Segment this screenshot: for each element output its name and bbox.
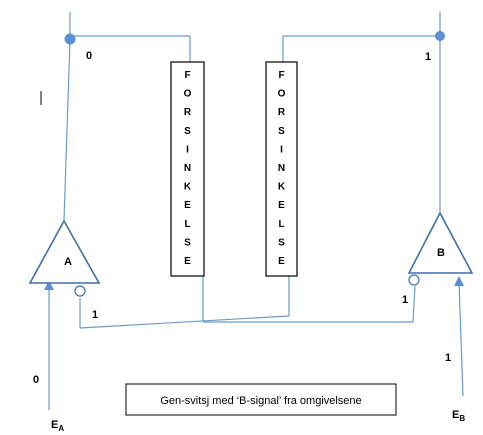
delay-letter: F: [184, 70, 190, 81]
delay-letter: R: [184, 107, 192, 118]
delay-letter: L: [278, 219, 284, 230]
delay-letter: E: [278, 256, 285, 267]
signal-b-inverted-input: 1: [402, 294, 408, 306]
gate-a-label: A: [64, 256, 72, 268]
gate-b-label: B: [437, 247, 445, 259]
delay-letter: L: [184, 219, 190, 230]
arrow-eb-icon: [454, 276, 464, 286]
input-ea-main: E: [51, 419, 58, 431]
delay-left-frame: [170, 61, 205, 277]
delay-letter: E: [184, 200, 191, 211]
input-ea-label: EA: [51, 419, 64, 433]
wire-b-inverted-input: [412, 285, 416, 323]
gate-a-inverter-bubble: [74, 285, 86, 297]
gate-b-inverter-bubble: [408, 274, 420, 286]
delay-letter: S: [184, 237, 191, 248]
signal-a-output: 0: [86, 50, 92, 62]
wire-gate-a-output: [63, 39, 71, 221]
junction-b-icon: [435, 31, 445, 41]
input-eb-main: E: [452, 409, 459, 421]
wires: [44, 12, 464, 410]
wire-eb-input: [458, 281, 464, 397]
delay-letter: S: [184, 126, 191, 137]
arrow-ea-icon: [44, 280, 54, 290]
gate-a: A: [28, 219, 101, 297]
delay-right-frame: [265, 61, 298, 277]
delay-letter: O: [184, 89, 192, 100]
signal-ea-value: 0: [33, 374, 39, 386]
junction-a-icon: [64, 33, 76, 45]
delay-letter: R: [278, 107, 286, 118]
delay-letter: S: [278, 237, 285, 248]
caption-box: [125, 383, 397, 416]
delay-letter: K: [278, 182, 286, 193]
signal-eb-value: 1: [445, 352, 451, 364]
input-eb-sub: B: [459, 414, 465, 423]
delay-letter: E: [278, 200, 285, 211]
delay-letter: N: [278, 163, 285, 174]
delay-letter: S: [278, 126, 285, 137]
delay-letter: K: [184, 182, 192, 193]
gate-b: B: [407, 211, 474, 286]
wire-right-delay-to-a: [79, 315, 290, 329]
delay-letter: E: [184, 256, 191, 267]
delay-letter: I: [186, 144, 189, 155]
delay-letter: N: [184, 163, 191, 174]
gate-b-triangle: [407, 211, 474, 274]
signal-a-inverted-input: 1: [92, 309, 98, 321]
gate-a-triangle: [28, 219, 101, 284]
input-ea-sub: A: [58, 424, 64, 433]
delay-letter: F: [278, 70, 284, 81]
input-eb-label: EB: [452, 409, 465, 423]
delay-letter: O: [278, 89, 286, 100]
delay-letter: I: [280, 144, 283, 155]
caption-text: Gen-svitsj med ‘B-signal’ fra omgivelsen…: [160, 395, 361, 407]
signal-b-output: 1: [425, 51, 431, 63]
